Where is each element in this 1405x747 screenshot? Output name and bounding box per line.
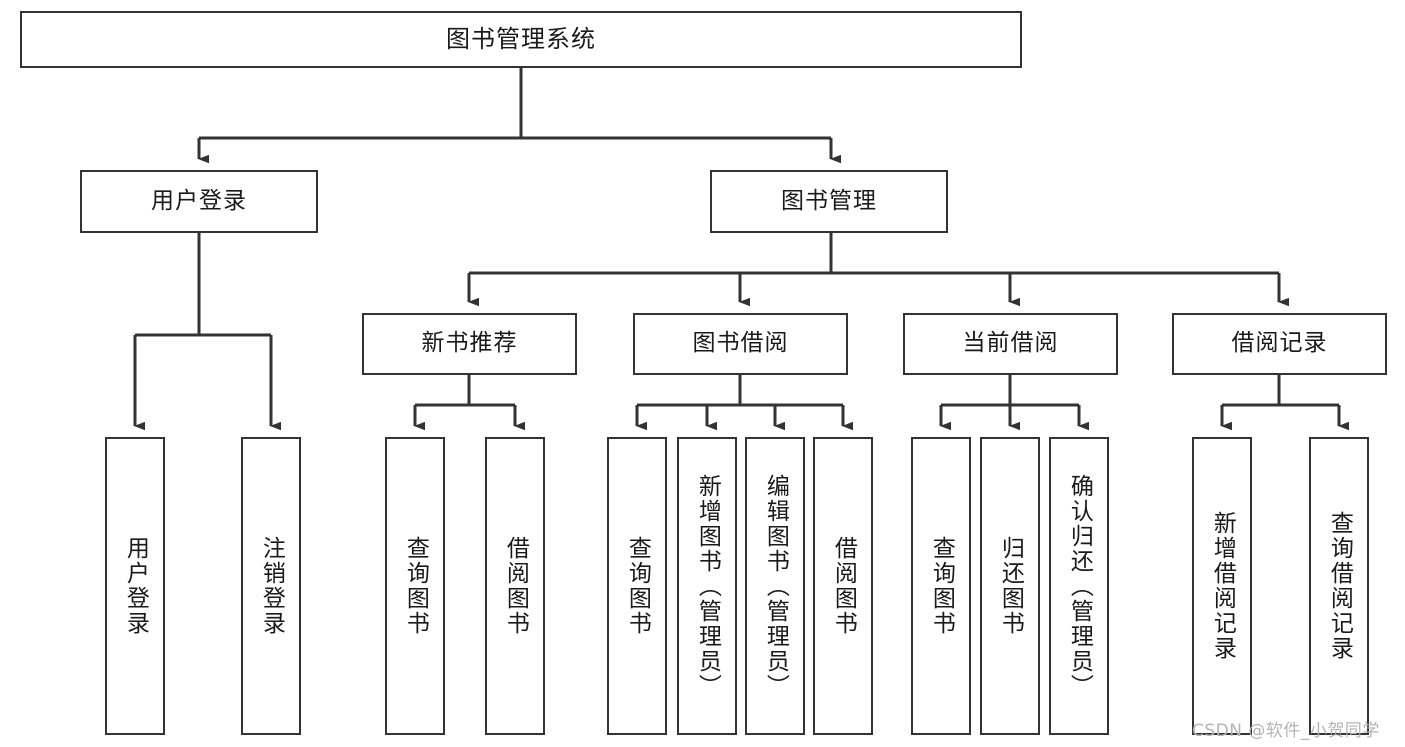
node-leaf-query-book-3[interactable]: 查询图书 — [911, 437, 971, 735]
node-leaf-edit-book[interactable]: 编辑图书（管理员） — [745, 437, 805, 735]
node-current-borrow[interactable]: 当前借阅 — [903, 313, 1118, 375]
node-leaf-borrow-book-2[interactable]: 借阅图书 — [813, 437, 873, 735]
node-user-login-label: 用户登录 — [151, 187, 247, 214]
node-new-book-rec-label: 新书推荐 — [421, 330, 518, 357]
node-new-book-rec[interactable]: 新书推荐 — [362, 313, 577, 375]
csdn-watermark: CSDN @软件_小贺同学 — [1192, 721, 1380, 741]
node-leaf-query-book-1[interactable]: 查询图书 — [385, 437, 445, 735]
node-book-borrow[interactable]: 图书借阅 — [633, 313, 848, 375]
node-leaf-return-book[interactable]: 归还图书 — [980, 437, 1040, 735]
node-leaf-edit-book-label: 编辑图书（管理员） — [762, 473, 789, 699]
node-root-label: 图书管理系统 — [446, 25, 596, 54]
node-leaf-query-record-label: 查询借阅记录 — [1326, 511, 1353, 661]
node-leaf-borrow-book-1-label: 借阅图书 — [502, 536, 529, 636]
node-leaf-user-login[interactable]: 用户登录 — [105, 437, 165, 735]
node-leaf-confirm-return[interactable]: 确认归还（管理员） — [1049, 437, 1109, 735]
node-leaf-query-book-2-label: 查询图书 — [624, 536, 651, 636]
node-root[interactable]: 图书管理系统 — [20, 11, 1022, 68]
node-leaf-query-record[interactable]: 查询借阅记录 — [1309, 437, 1369, 735]
node-leaf-add-record[interactable]: 新增借阅记录 — [1192, 437, 1252, 735]
node-leaf-query-book-2[interactable]: 查询图书 — [607, 437, 667, 735]
node-borrow-record-label: 借阅记录 — [1231, 330, 1328, 357]
node-leaf-borrow-book-2-label: 借阅图书 — [830, 536, 857, 636]
node-leaf-return-book-label: 归还图书 — [997, 536, 1024, 636]
node-leaf-add-book-label: 新增图书（管理员） — [694, 473, 721, 699]
node-leaf-logout[interactable]: 注销登录 — [241, 437, 301, 735]
node-book-manage-label: 图书管理 — [781, 187, 877, 214]
node-leaf-user-login-label: 用户登录 — [122, 536, 149, 636]
node-leaf-confirm-return-label: 确认归还（管理员） — [1066, 473, 1093, 699]
node-leaf-query-book-3-label: 查询图书 — [928, 536, 955, 636]
node-borrow-record[interactable]: 借阅记录 — [1172, 313, 1387, 375]
node-user-login[interactable]: 用户登录 — [80, 170, 318, 233]
node-leaf-add-record-label: 新增借阅记录 — [1209, 511, 1236, 661]
node-leaf-borrow-book-1[interactable]: 借阅图书 — [485, 437, 545, 735]
node-book-manage[interactable]: 图书管理 — [710, 170, 948, 233]
node-current-borrow-label: 当前借阅 — [962, 330, 1059, 357]
node-book-borrow-label: 图书借阅 — [692, 330, 789, 357]
node-leaf-add-book[interactable]: 新增图书（管理员） — [677, 437, 737, 735]
node-leaf-query-book-1-label: 查询图书 — [402, 536, 429, 636]
node-leaf-logout-label: 注销登录 — [258, 536, 285, 636]
